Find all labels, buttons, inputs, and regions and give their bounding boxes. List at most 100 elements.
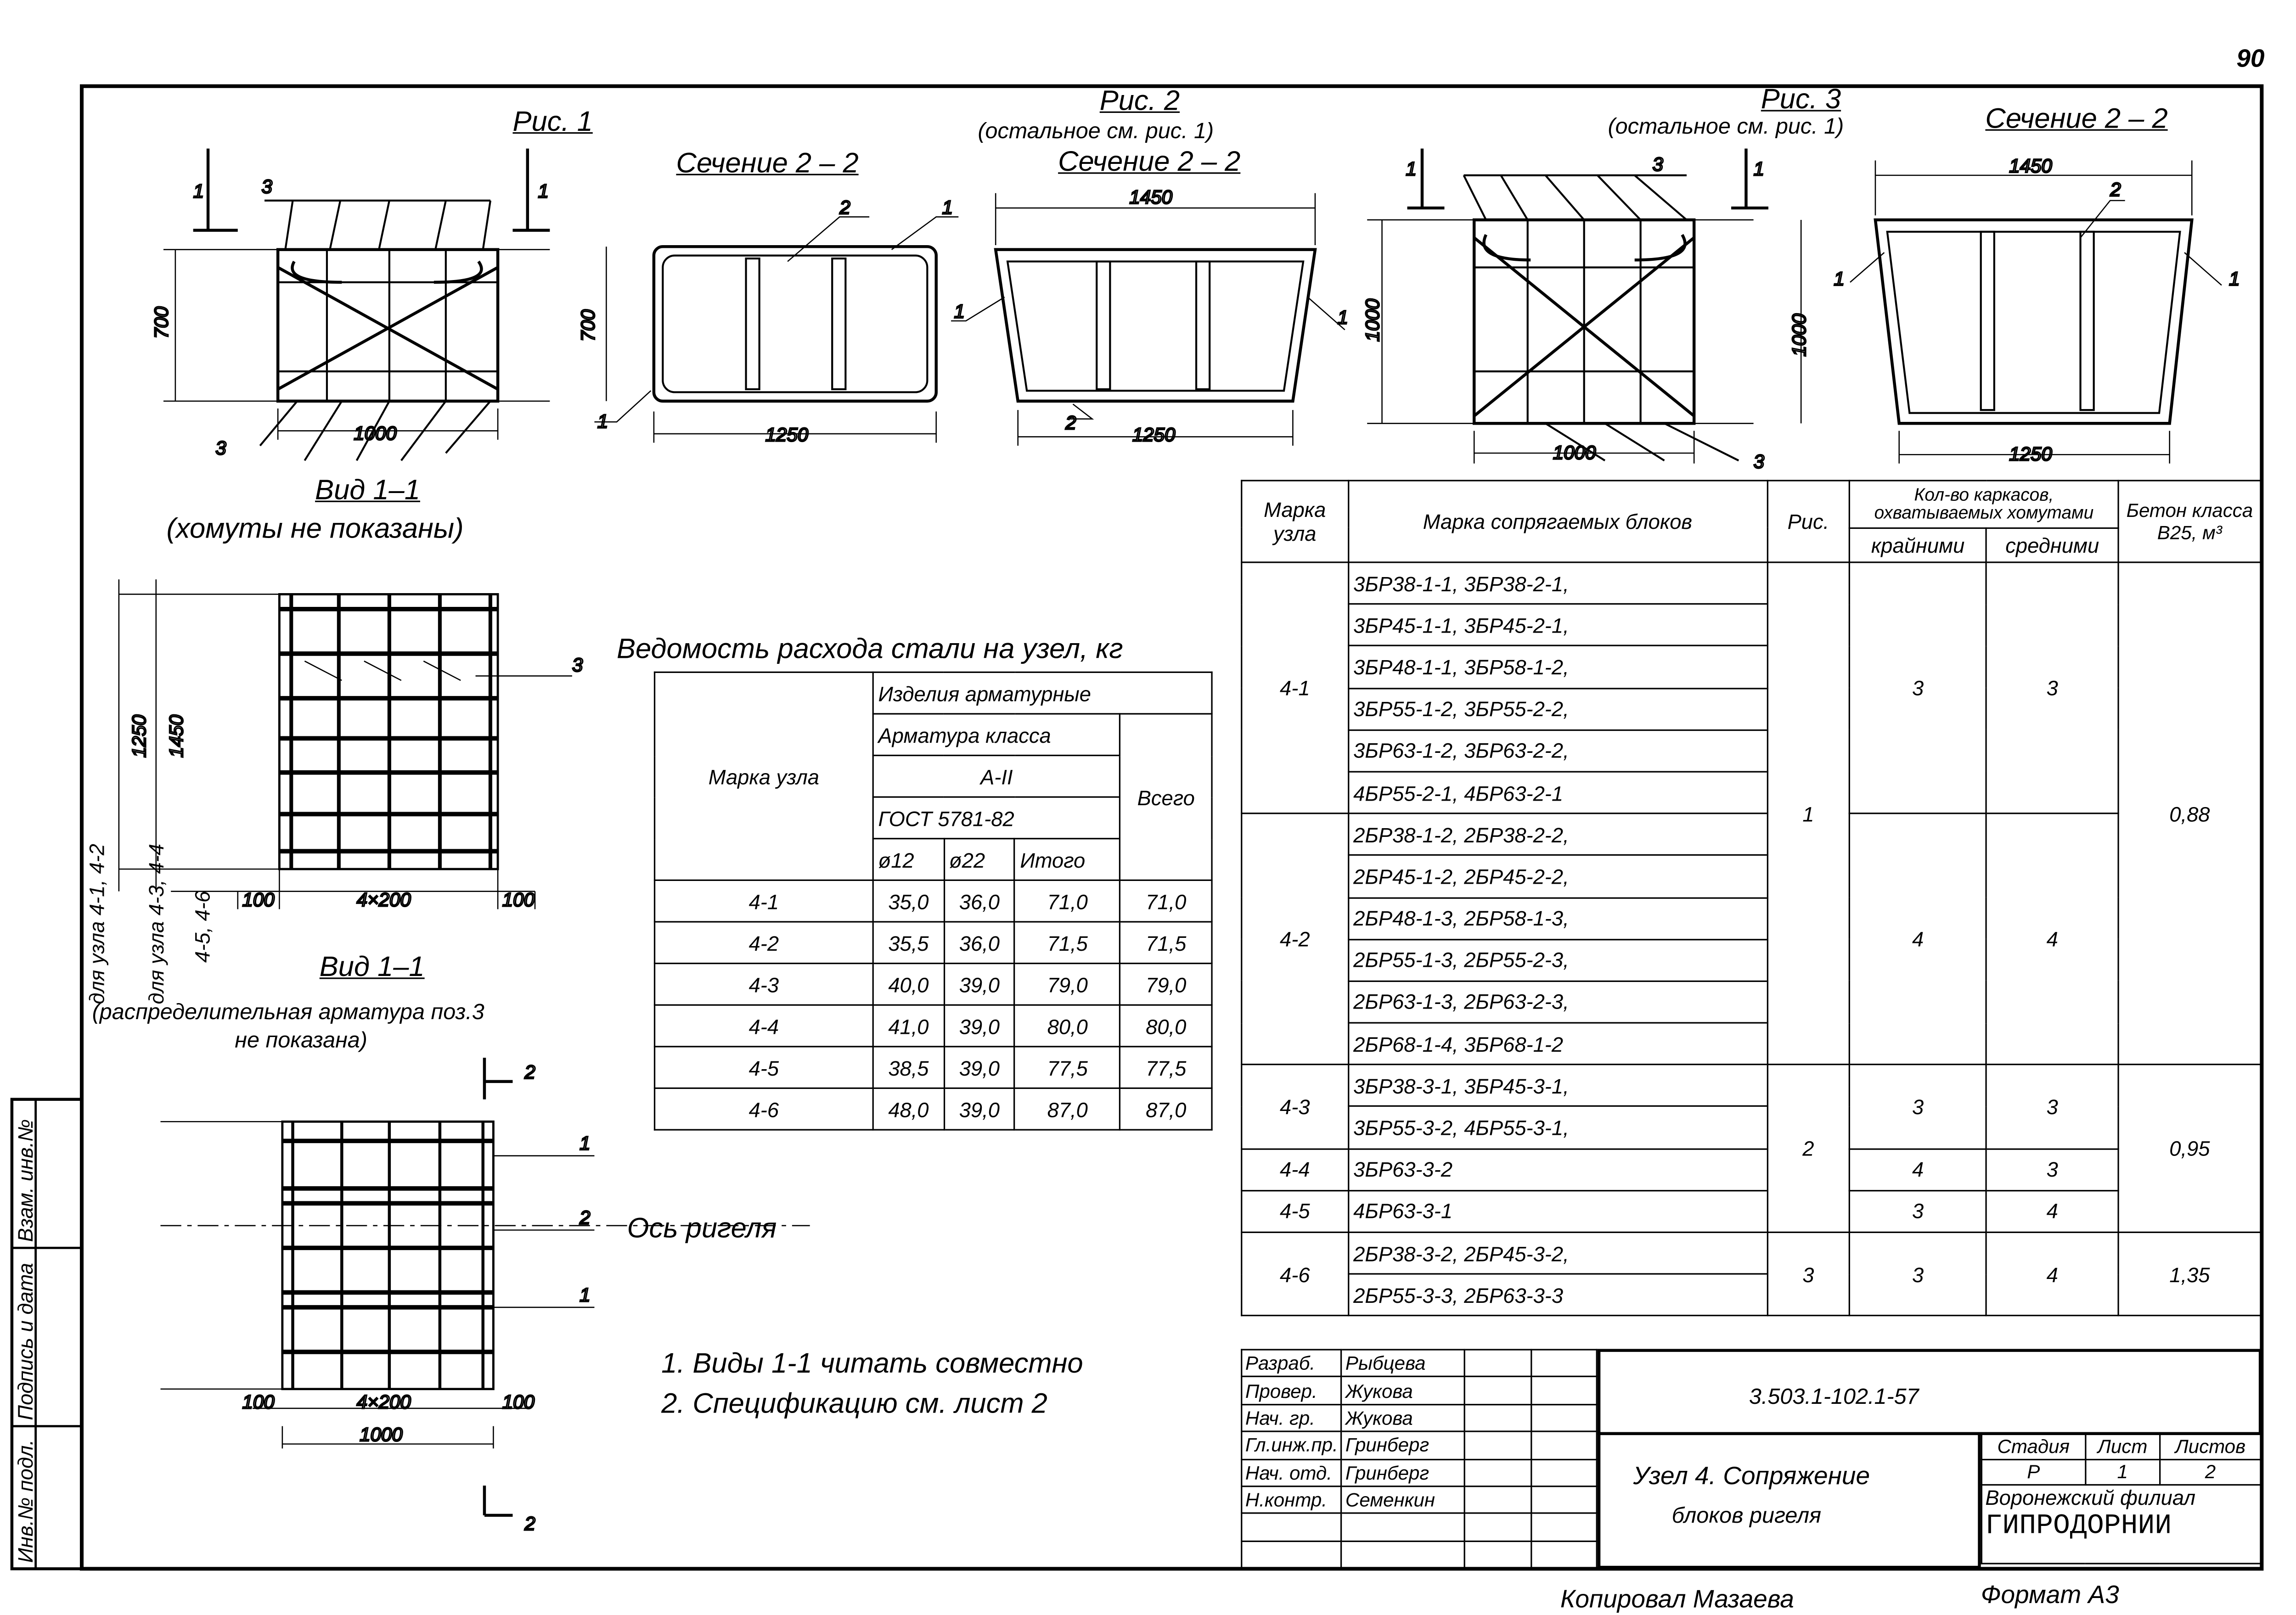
figure-ref: 1 xyxy=(1766,561,1851,1066)
node-mark: 4-4 xyxy=(1241,1148,1349,1191)
dim-note-nodes-a: для узла 4-1, 4-2 xyxy=(84,844,109,1004)
table-row: 3БР55-1-2, 3БР55-2-2, xyxy=(1242,687,2261,731)
fig1-section-title: Сечение 2 – 2 xyxy=(676,148,859,180)
node-mark: 4-2 xyxy=(1241,813,1349,1066)
table-cell: 71,5 xyxy=(1014,921,1121,965)
pos-label: 1 xyxy=(597,410,608,432)
person-name: Семенкин xyxy=(1341,1485,1466,1514)
table-cell: 35,5 xyxy=(872,921,945,965)
node-mark: 4-6 xyxy=(1241,1231,1349,1317)
person-name: Гринберг xyxy=(1341,1430,1466,1460)
fig2-title: Рис. 2 xyxy=(1099,86,1180,118)
table-cell: 71,0 xyxy=(1119,879,1213,923)
signature-row xyxy=(1241,1513,1598,1542)
table-row: 3БР45-1-1, 3БР45-2-1, xyxy=(1242,603,2261,647)
dim-4x200: 4×200 xyxy=(357,1391,411,1413)
dim-1000: 1000 xyxy=(360,1424,403,1445)
sheet-frame xyxy=(79,84,2264,1571)
col-header: Марка узла xyxy=(708,764,820,788)
signature-row: Разраб.Рыбцева xyxy=(1241,1349,1598,1378)
role-label: Нач. отд. xyxy=(1241,1458,1343,1487)
col-header: крайними xyxy=(1871,533,1965,557)
col-header: Арматура класса xyxy=(878,723,1051,747)
block-marks: 3БР55-1-2, 3БР55-2-2, xyxy=(1347,687,1768,731)
person-name: Гринберг xyxy=(1341,1458,1466,1487)
block-marks: 3БР38-1-1, 3БР38-2-1, xyxy=(1347,561,1768,605)
table-cell: 79,0 xyxy=(1014,962,1121,1006)
block-marks: 2БР45-1-2, 2БР45-2-2, xyxy=(1347,854,1768,898)
table-cell: 79,0 xyxy=(1119,962,1213,1006)
block-marks: 2БР48-1-3, 2БР58-1-3, xyxy=(1347,896,1768,940)
title-block-code-cell: 3.503.1-102.1-57 xyxy=(1597,1349,2262,1436)
dim-100: 100 xyxy=(502,1391,535,1413)
concrete-volume: 0,88 xyxy=(2117,561,2262,1066)
pos-label: 2 xyxy=(839,196,850,218)
table-row: 4БР55-2-1, 4БР63-2-1 xyxy=(1242,771,2261,814)
signature-row: Н.контр.Семенкин xyxy=(1241,1485,1598,1514)
middle-count: 4 xyxy=(1985,1189,2119,1233)
pos-label: 2 xyxy=(579,1207,590,1228)
table-cell: 39,0 xyxy=(943,962,1016,1006)
title-block-title-cell: Узел 4. Сопряжение блоков ригеля xyxy=(1597,1432,1981,1569)
side-stamp-replace: Взам. инв.№ xyxy=(13,1119,37,1242)
pos-label: 3 xyxy=(215,437,226,459)
pos-label: 3 xyxy=(572,654,583,676)
block-marks: 2БР55-1-3, 2БР55-2-3, xyxy=(1347,938,1768,982)
section-mark: 1 xyxy=(193,180,204,202)
fig1-section xyxy=(594,216,959,443)
stage-header: Стадия xyxy=(1997,1435,2070,1457)
node-table: Марка узла Марка сопрягаемых блоков Рис.… xyxy=(1241,480,2262,1317)
table-cell: 71,0 xyxy=(1014,879,1121,923)
fig2-section xyxy=(951,193,1345,446)
outer-count: 3 xyxy=(1849,1189,1987,1233)
outer-count: 3 xyxy=(1849,1231,1987,1317)
dim-4x200: 4×200 xyxy=(357,889,411,910)
signature-row: Провер.Жукова xyxy=(1241,1376,1598,1405)
signature xyxy=(1464,1513,1532,1542)
table-cell: 87,0 xyxy=(1119,1087,1213,1131)
beam-axis-label: Ось ригеля xyxy=(627,1213,777,1245)
pos-label: 1 xyxy=(954,301,965,322)
signature-row: Нач. отд.Гринберг xyxy=(1241,1458,1598,1487)
table-row: 2БР68-1-4, 3БР68-1-2 xyxy=(1242,1022,2261,1066)
block-marks: 3БР55-3-2, 4БР55-3-1, xyxy=(1347,1106,1768,1150)
table-row: 2БР55-3-3, 2БР63-3-3 xyxy=(1242,1273,2261,1317)
outer-count: 4 xyxy=(1849,813,1987,1066)
col-header: Бетон класса В25, м³ xyxy=(2126,499,2253,544)
dim-1000: 1000 xyxy=(1788,314,1810,357)
table-cell: 36,0 xyxy=(943,879,1016,923)
fig3-note: (остальное см. рис. 1) xyxy=(1608,114,1844,140)
organization-line1: Воронежский филиал xyxy=(1985,1486,2196,1509)
figure-ref: 3 xyxy=(1766,1231,1851,1317)
sheet-header: Лист xyxy=(2098,1435,2148,1457)
view2-plan xyxy=(160,1058,810,1517)
table-cell: 39,0 xyxy=(943,1046,1016,1089)
dim-1250: 1250 xyxy=(128,714,150,757)
dim-1000: 1000 xyxy=(1362,298,1383,342)
pos-label: 2 xyxy=(2110,179,2121,200)
dim-1250: 1250 xyxy=(1132,424,1176,445)
table-cell: 4-3 xyxy=(653,962,874,1006)
sheets-header: Листов xyxy=(2175,1435,2246,1457)
person-name: Жукова xyxy=(1341,1403,1466,1433)
dim-note-nodes-b1: для узла 4-3, 4-4 xyxy=(144,844,168,1004)
dim-1250: 1250 xyxy=(2009,443,2052,465)
col-header: Изделия арматурные xyxy=(878,681,1092,705)
col-header: Марка узла xyxy=(1264,498,1326,545)
pos-label: 3 xyxy=(262,176,273,197)
role-label: Разраб. xyxy=(1241,1349,1343,1378)
table-cell: 4-6 xyxy=(653,1087,874,1131)
note-1: 1. Виды 1-1 читать совместно xyxy=(661,1349,1083,1380)
note-2: 2. Спецификацию см. лист 2 xyxy=(661,1389,1047,1420)
section-mark: 1 xyxy=(1406,158,1416,179)
col-header: средними xyxy=(2005,533,2099,557)
stage-value: Р xyxy=(2027,1460,2040,1483)
table-cell: 48,0 xyxy=(872,1087,945,1131)
view1-note: (хомуты не показаны) xyxy=(166,514,464,545)
role-label: Провер. xyxy=(1241,1376,1343,1405)
middle-count: 3 xyxy=(1985,561,2119,814)
role-label: Гл.инж.пр. xyxy=(1241,1430,1343,1460)
